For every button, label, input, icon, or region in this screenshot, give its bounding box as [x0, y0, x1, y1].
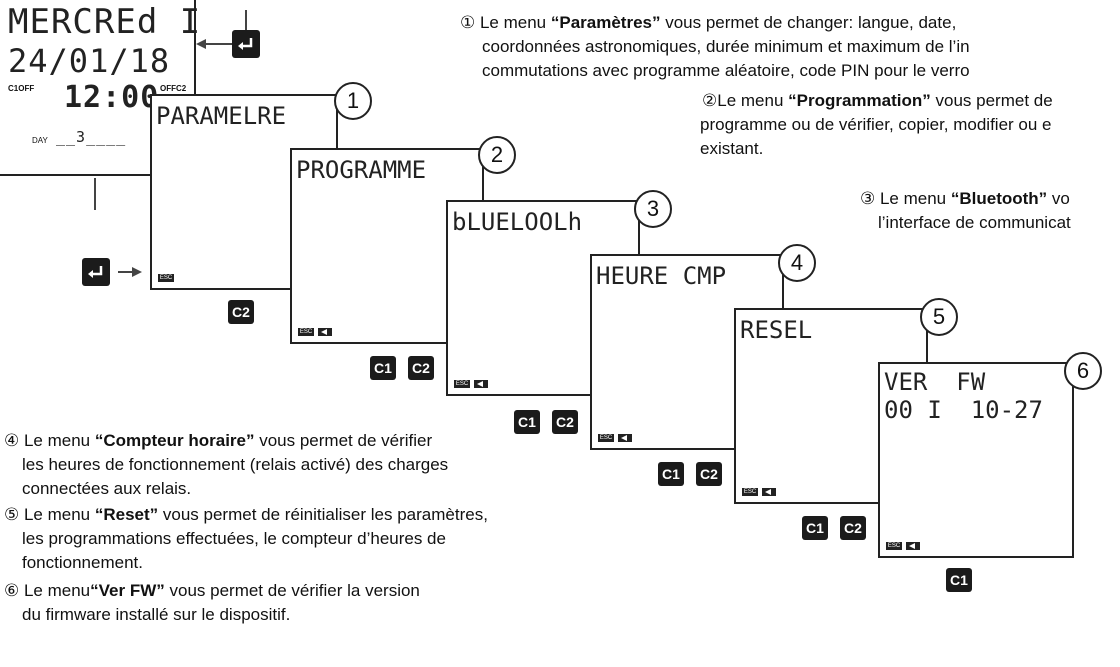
- desc-programmation-name: “Programmation”: [788, 91, 931, 110]
- screen-parametre-text: PARAMELRE: [156, 102, 287, 130]
- menu-number-1: 1: [334, 82, 372, 120]
- marker-4: ④: [4, 431, 20, 450]
- main-display-day-value: __3____: [56, 128, 127, 146]
- desc-reset-line3: fonctionnement.: [22, 553, 143, 572]
- esc-softkey[interactable]: ESC: [742, 488, 758, 496]
- prev-arrow-icon[interactable]: [318, 328, 332, 336]
- esc-softkey[interactable]: ESC: [454, 380, 470, 388]
- c2-key[interactable]: C2: [228, 300, 254, 324]
- prev-arrow-icon[interactable]: [906, 542, 920, 550]
- marker-1: ①: [460, 13, 476, 32]
- desc-programmation-line3: existant.: [700, 139, 764, 158]
- desc-ver-fw-name: “Ver FW”: [90, 581, 165, 600]
- c2-key[interactable]: C2: [408, 356, 434, 380]
- prev-arrow-icon[interactable]: [762, 488, 776, 496]
- menu-number-4: 4: [778, 244, 816, 282]
- desc-parametres-line3: commutations avec programme aléatoire, c…: [482, 61, 970, 80]
- c2-key[interactable]: C2: [840, 516, 866, 540]
- screen-programme-text: PROGRAMME: [296, 156, 427, 184]
- desc-parametres-line2: coordonnées astronomiques, durée minimum…: [482, 37, 970, 56]
- desc-bluetooth-line2: l’interface de communicat: [878, 213, 1071, 232]
- main-display-day-label: DAY: [32, 136, 48, 145]
- desc-parametres: ① Le menu “Paramètres” vous permet de ch…: [460, 13, 957, 32]
- c2-key[interactable]: C2: [696, 462, 722, 486]
- c1-key[interactable]: C1: [370, 356, 396, 380]
- desc-parametres-name: “Paramètres”: [550, 13, 661, 32]
- marker-5: ⑤: [4, 505, 20, 524]
- desc-reset: ⑤ Le menu “Reset” vous permet de réiniti…: [4, 505, 488, 524]
- desc-ver-fw: ⑥ Le menu“Ver FW” vous permet de vérifie…: [4, 581, 420, 600]
- c1-key[interactable]: C1: [658, 462, 684, 486]
- prev-arrow-icon[interactable]: [474, 380, 488, 388]
- screen-heure-cmp-text: HEURE CMP: [596, 262, 727, 290]
- c2-key[interactable]: C2: [552, 410, 578, 434]
- main-display-time: 12:00: [64, 80, 160, 115]
- menu-number-6: 6: [1064, 352, 1102, 390]
- desc-ver-fw-line2: du firmware installé sur le dispositif.: [22, 605, 291, 624]
- prev-arrow-icon[interactable]: [618, 434, 632, 442]
- screen-ver-fw: VER FW 00 I 10-27 ESC: [878, 362, 1074, 558]
- marker-3: ③: [860, 189, 876, 208]
- esc-softkey[interactable]: ESC: [598, 434, 614, 442]
- main-display-day: MERCREd I: [8, 2, 202, 42]
- esc-softkey[interactable]: ESC: [158, 274, 174, 282]
- desc-bluetooth: ③ Le menu “Bluetooth” vo: [860, 189, 1070, 208]
- enter-key-icon[interactable]: [232, 30, 260, 58]
- c1-key[interactable]: C1: [802, 516, 828, 540]
- menu-number-2: 2: [478, 136, 516, 174]
- desc-reset-name: “Reset”: [94, 505, 159, 524]
- c1-key[interactable]: C1: [514, 410, 540, 434]
- desc-compteur: ④ Le menu “Compteur horaire” vous permet…: [4, 431, 433, 450]
- screen-ver-fw-line1: VER FW: [884, 368, 986, 396]
- desc-programmation-line2: programme ou de vérifier, copier, modifi…: [700, 115, 1052, 134]
- screen-bluetooth-text: bLUELOOLh: [452, 208, 583, 236]
- esc-softkey[interactable]: ESC: [886, 542, 902, 550]
- c1-key[interactable]: C1: [946, 568, 972, 592]
- screen-ver-fw-line2: 00 I 10-27: [884, 396, 1043, 424]
- marker-6: ⑥: [4, 581, 20, 600]
- esc-softkey[interactable]: ESC: [298, 328, 314, 336]
- desc-programmation: ②Le menu “Programmation” vous permet de: [702, 91, 1053, 110]
- desc-compteur-name: “Compteur horaire”: [94, 431, 255, 450]
- menu-number-5: 5: [920, 298, 958, 336]
- main-display-c1-off: C1OFF: [8, 84, 35, 93]
- desc-bluetooth-name: “Bluetooth”: [950, 189, 1048, 208]
- desc-reset-line2: les programmations effectuées, le compte…: [22, 529, 446, 548]
- menu-number-3: 3: [634, 190, 672, 228]
- main-display-date: 24/01/18: [8, 42, 171, 80]
- main-display-off-c2: OFFC2: [160, 84, 187, 93]
- enter-key-icon[interactable]: [82, 258, 110, 286]
- desc-compteur-line2: les heures de fonctionnement (relais act…: [22, 455, 449, 474]
- screen-reset-text: RESEL: [740, 316, 813, 344]
- desc-compteur-line3: connectées aux relais.: [22, 479, 192, 498]
- marker-2: ②: [702, 91, 718, 110]
